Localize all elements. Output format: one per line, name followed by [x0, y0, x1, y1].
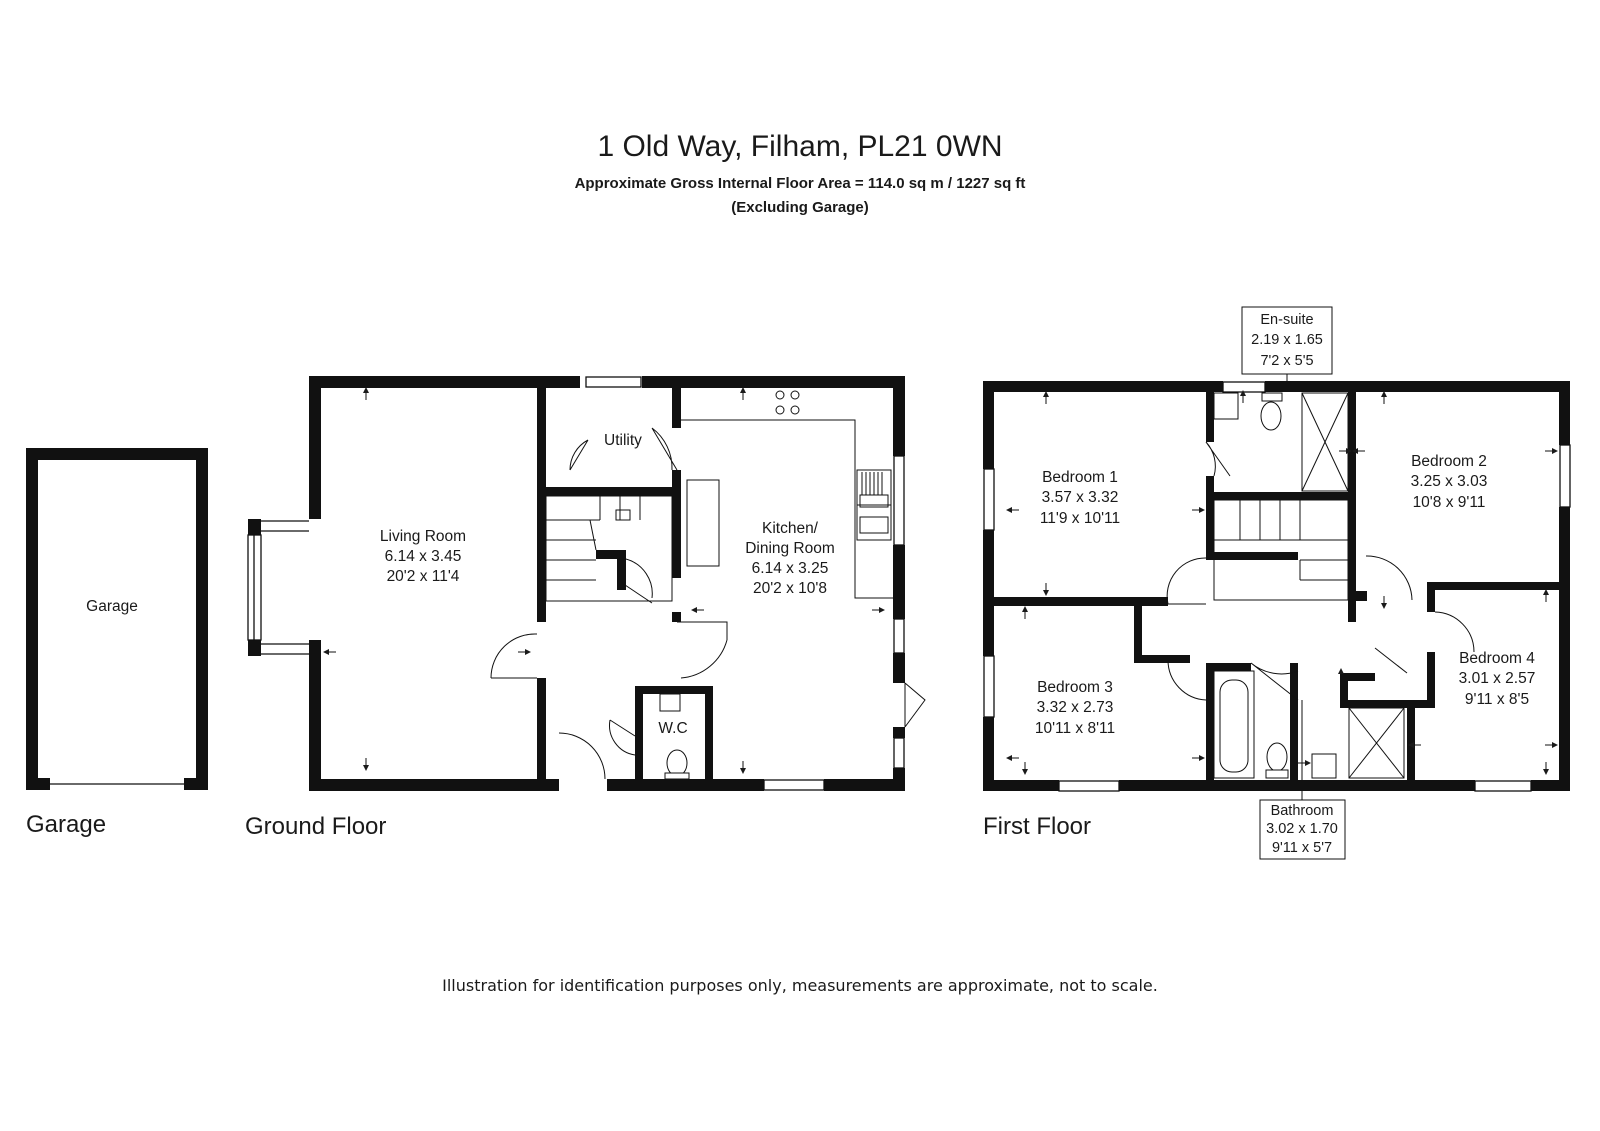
floor-area-summary: Approximate Gross Internal Floor Area = … — [574, 175, 1026, 192]
kitchen-metric: 6.14 x 3.25 — [752, 560, 829, 577]
living-room-metric: 6.14 x 3.45 — [385, 548, 462, 565]
en-suite-label: En-suite 2.19 x 1.65 7'2 x 5'5 — [1251, 312, 1323, 369]
floor-area-note: (Excluding Garage) — [731, 199, 869, 216]
wc-name: W.C — [658, 720, 687, 737]
bedroom-4-label: Bedroom 4 3.01 x 2.57 9'11 x 8'5 — [1459, 650, 1536, 708]
bathroom-imperial: 9'11 x 5'7 — [1272, 840, 1332, 856]
ground-floor-label: Ground Floor — [245, 813, 387, 840]
wc-room-label: W.C — [658, 720, 687, 737]
garage-room-label: Garage — [86, 598, 138, 615]
bedroom-1-metric: 3.57 x 3.32 — [1042, 489, 1119, 506]
garage-name: Garage — [86, 598, 138, 615]
ground-floor-plan — [247, 376, 926, 791]
bathroom-metric: 3.02 x 1.70 — [1266, 821, 1338, 837]
kitchen-imperial: 20'2 x 10'8 — [753, 580, 827, 597]
bedroom-2-metric: 3.25 x 3.03 — [1411, 473, 1488, 490]
first-floor-label: First Floor — [983, 813, 1091, 840]
bedroom-1-label: Bedroom 1 3.57 x 3.32 11'9 x 10'11 — [1040, 469, 1120, 527]
bedroom-2-imperial: 10'8 x 9'11 — [1413, 494, 1486, 511]
bathroom-name: Bathroom — [1271, 803, 1334, 819]
bedroom-2-name: Bedroom 2 — [1411, 453, 1487, 470]
bedroom-1-name: Bedroom 1 — [1042, 469, 1118, 486]
kitchen-name-line2: Dining Room — [745, 540, 835, 557]
bedroom-2-label: Bedroom 2 3.25 x 3.03 10'8 x 9'11 — [1411, 453, 1488, 511]
bedroom-4-name: Bedroom 4 — [1459, 650, 1535, 667]
bedroom-3-imperial: 10'11 x 8'11 — [1035, 720, 1115, 737]
bathroom-label: Bathroom 3.02 x 1.70 9'11 x 5'7 — [1266, 803, 1338, 856]
en-suite-name: En-suite — [1260, 312, 1313, 328]
bedroom-1-imperial: 11'9 x 10'11 — [1040, 510, 1120, 527]
en-suite-metric: 2.19 x 1.65 — [1251, 332, 1323, 348]
bedroom-3-label: Bedroom 3 3.32 x 2.73 10'11 x 8'11 — [1035, 679, 1115, 737]
kitchen-name-line1: Kitchen/ — [762, 520, 819, 537]
utility-name: Utility — [604, 432, 642, 449]
bedroom-4-imperial: 9'11 x 8'5 — [1465, 691, 1529, 708]
en-suite-imperial: 7'2 x 5'5 — [1260, 353, 1313, 369]
garage-floor-label: Garage — [26, 811, 107, 838]
bedroom-3-metric: 3.32 x 2.73 — [1037, 699, 1114, 716]
utility-room-label: Utility — [604, 432, 642, 449]
page-title: 1 Old Way, Filham, PL21 0WN — [597, 130, 1003, 163]
first-floor-plan — [983, 306, 1571, 860]
kitchen-room-label: Kitchen/ Dining Room 6.14 x 3.25 20'2 x … — [745, 520, 835, 597]
living-room-name: Living Room — [380, 528, 466, 545]
disclaimer: Illustration for identification purposes… — [442, 976, 1158, 995]
bedroom-3-name: Bedroom 3 — [1037, 679, 1113, 696]
living-room-label: Living Room 6.14 x 3.45 20'2 x 11'4 — [380, 528, 466, 585]
bedroom-4-metric: 3.01 x 2.57 — [1459, 670, 1536, 687]
garage-plan — [26, 448, 208, 790]
living-room-imperial: 20'2 x 11'4 — [387, 568, 460, 585]
